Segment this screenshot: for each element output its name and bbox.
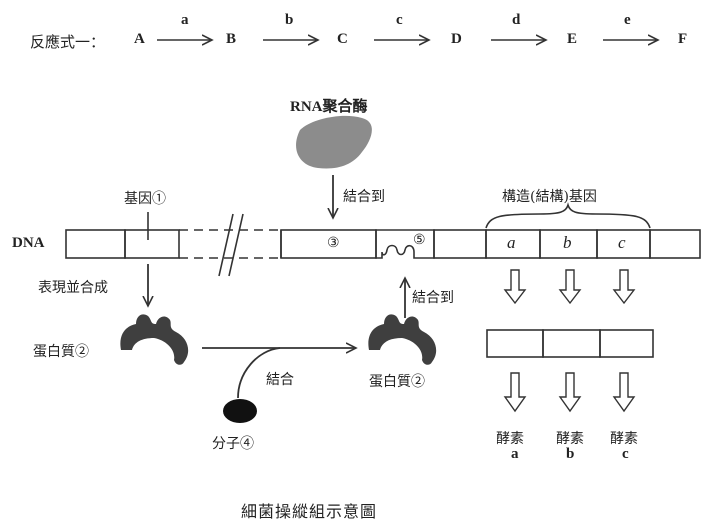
enzyme-output-a-name: 酵素 (496, 431, 524, 447)
dna-strand (65, 202, 701, 277)
structural-genes-brace (485, 202, 651, 229)
mrna-box-c (599, 329, 654, 358)
substrate-a: A (134, 31, 145, 47)
enzyme-label-b: b (285, 12, 294, 28)
dna-segment-gene1 (124, 229, 180, 259)
structural-genes-label: 構造(結構)基因 (502, 189, 597, 205)
rna-polymerase-label: RNA聚合酶 (290, 99, 368, 115)
dna-segment-1 (65, 229, 126, 259)
hollow-arrow-c2 (612, 372, 636, 413)
dna-break-mark-2 (228, 213, 244, 277)
enzyme-output-c-name: 酵素 (610, 431, 638, 447)
dna-segment-end (649, 229, 701, 259)
hollow-arrow-c1 (612, 269, 636, 305)
substrate-e: E (567, 31, 578, 47)
dna-region-5 (375, 229, 435, 259)
protein-left-label: 蛋白質② (33, 344, 89, 360)
molecule-binding-curve (237, 347, 281, 399)
hollow-arrow-a2 (503, 372, 527, 413)
diagram-caption: 細菌操縱組示意圖 (241, 502, 378, 521)
protein-right-shape (368, 314, 437, 365)
structural-gene-b: b (563, 233, 572, 252)
dna-label: DNA (12, 235, 45, 251)
molecule-bind-label: 結合 (266, 372, 294, 388)
molecule-label: 分子④ (212, 436, 254, 452)
mrna-box-a (486, 329, 544, 358)
enzyme-label-d: d (512, 12, 521, 28)
dna-segment-6 (433, 229, 487, 259)
expression-label: 表現並合成 (38, 280, 108, 296)
protein-left-shape (120, 314, 189, 365)
enzyme-label-c: c (396, 12, 403, 28)
enzyme-label-e: e (624, 12, 631, 28)
region3-label: ③ (327, 235, 340, 251)
substrate-d: D (451, 31, 462, 47)
substrate-c: C (337, 31, 348, 47)
molecule-shape (223, 399, 257, 423)
enzyme-output-b-name: 酵素 (556, 431, 584, 447)
structural-gene-a: a (507, 233, 516, 252)
substrate-f: F (678, 31, 688, 47)
enzyme-output-b-letter: b (566, 446, 575, 462)
enzyme-output-a-letter: a (511, 446, 519, 462)
hollow-arrows (503, 269, 636, 413)
hollow-arrow-b1 (558, 269, 582, 305)
rna-polymerase-shape (296, 115, 372, 169)
reaction-label: 反應式一： (30, 33, 106, 51)
enzyme-output-c-letter: c (622, 446, 629, 462)
substrate-b: B (226, 31, 237, 47)
protein-right-label: 蛋白質② (369, 374, 425, 390)
gene1-label: 基因① (124, 191, 166, 207)
mrna-box-b (542, 329, 601, 358)
dna-break-mark-1 (218, 213, 234, 277)
rna-polymerase-arrow-label: 結合到 (343, 189, 385, 205)
enzyme-label-a: a (181, 12, 189, 28)
structural-gene-c: c (618, 233, 626, 252)
hollow-arrow-a1 (503, 269, 527, 305)
protein-bind-up-label: 結合到 (412, 290, 454, 306)
mrna-strand (486, 329, 654, 358)
hollow-arrow-b2 (558, 372, 582, 413)
region5-label: ⑤ (413, 232, 426, 248)
